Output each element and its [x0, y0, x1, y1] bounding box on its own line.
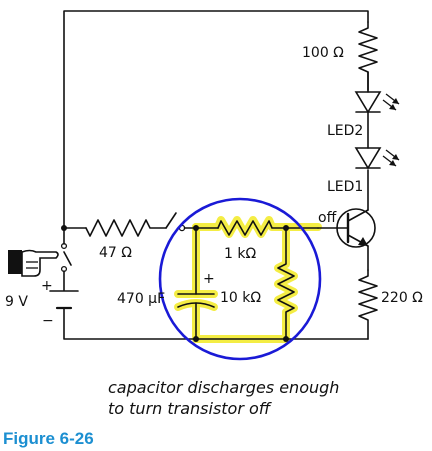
figure-label: Figure 6-26 [3, 429, 94, 448]
r1k-resistor [217, 220, 287, 236]
caption-line-1: capacitor discharges enough [108, 378, 339, 397]
r100-resistor [358, 21, 378, 91]
label-battery: 9 V [5, 294, 28, 310]
r10k-resistor [277, 227, 295, 340]
top-wire [63, 10, 369, 229]
junction-left [61, 225, 67, 231]
caption: capacitor discharges enough to turn tran… [108, 378, 339, 418]
label-battery-plus: + [41, 278, 53, 294]
label-cap-plus: + [203, 271, 215, 287]
label-r220: 220 Ω [381, 290, 423, 306]
discharge-path-highlight [174, 216, 322, 343]
hand-pointer-icon [8, 249, 59, 277]
junctions [61, 225, 289, 342]
label-r47: 47 Ω [99, 245, 132, 261]
label-led1: LED1 [327, 179, 363, 195]
label-led2: LED2 [327, 123, 363, 139]
switch-blade [165, 212, 177, 229]
wiring [49, 10, 378, 340]
led2-symbol [354, 91, 400, 114]
focus-circle [158, 197, 322, 361]
junction-base [283, 225, 289, 231]
r220-resistor [358, 269, 378, 340]
label-r1k: 1 kΩ [224, 246, 256, 262]
bottom-wire-left [63, 308, 197, 340]
label-battery-minus: − [42, 313, 54, 329]
labels: 100 Ω LED2 LED1 off 47 Ω 1 kΩ + 470 µF 1… [5, 45, 423, 329]
label-r100: 100 Ω [302, 45, 344, 61]
transistor-symbol [317, 208, 376, 248]
label-r10k: 10 kΩ [220, 290, 261, 306]
pushswitch-blade [63, 251, 72, 266]
label-off: off [318, 210, 337, 226]
led1-symbol [354, 147, 400, 170]
junction-cap-top [193, 225, 199, 231]
junction-cap-bottom [193, 336, 199, 342]
label-cap: 470 µF [117, 291, 165, 307]
junction-r10k-bottom [283, 336, 289, 342]
pushswitch-contact-top [60, 242, 68, 250]
r47-resistor [85, 219, 167, 237]
caption-line-2: to turn transistor off [108, 399, 273, 418]
